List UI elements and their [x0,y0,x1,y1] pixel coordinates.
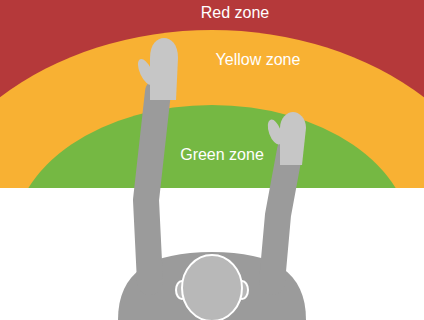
left-arm [146,92,158,282]
right-hand [280,112,306,165]
right-ear [236,281,248,299]
left-hand [150,38,178,100]
zone-label: Green zone [180,146,264,164]
zone-label: Yellow zone [216,51,301,69]
left-thumb [135,57,158,87]
person-head [182,255,242,320]
left-ear [176,281,188,299]
zone-label: Red zone [201,4,270,22]
right-thumb [265,118,285,147]
zone-band: Green zone [28,105,400,188]
zone-arc [0,30,424,188]
person-shoulders [118,252,306,320]
right-arm [272,150,290,282]
zone-band: Green zone Yellow zone [0,30,424,188]
zone-band: Green zone Yellow zone Red zone [0,0,424,188]
zone-arc [28,105,400,188]
